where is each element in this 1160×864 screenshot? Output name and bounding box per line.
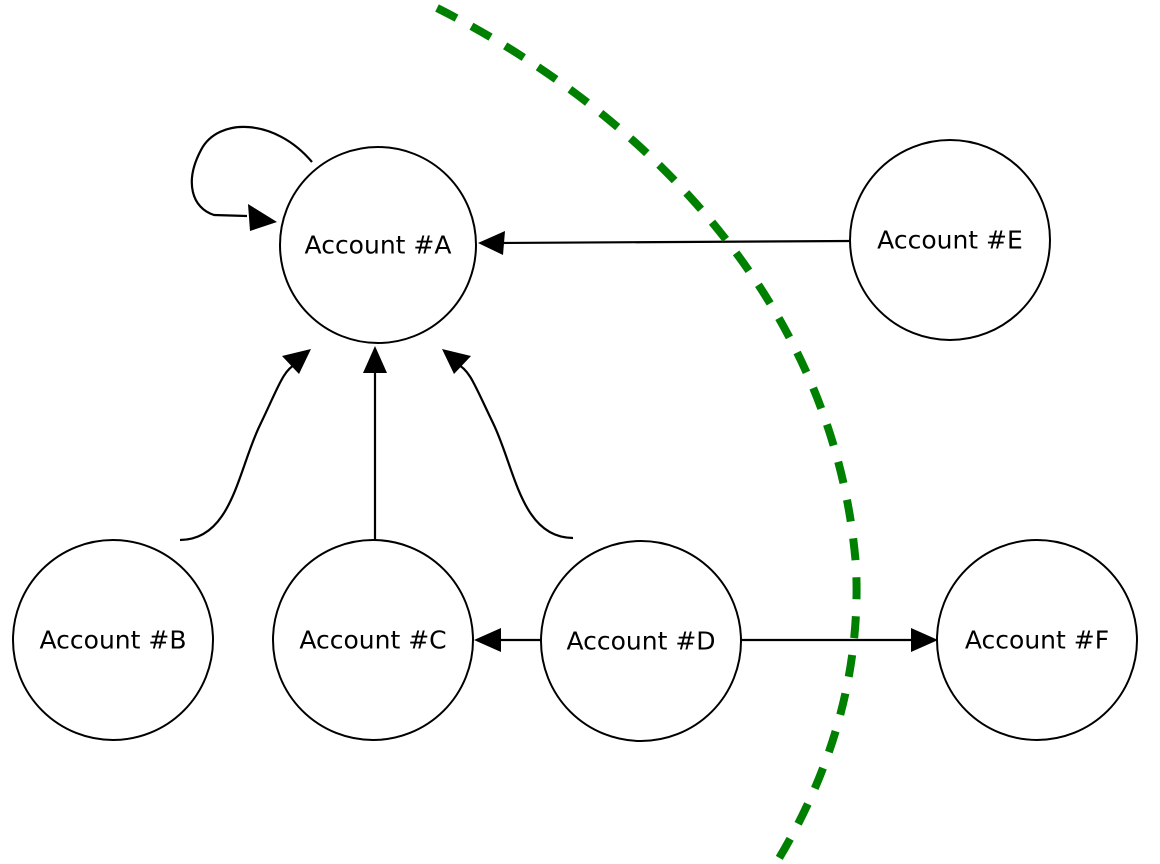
- arrowhead-icon: [282, 349, 311, 374]
- edge-account-d-to-account-a[interactable]: [442, 349, 574, 540]
- edge-account-a-self-loop[interactable]: [190, 125, 313, 231]
- edge-account-e-to-account-a[interactable]: [478, 231, 851, 255]
- node-circle: [12, 539, 214, 741]
- edge-line: [456, 363, 574, 540]
- edge-account-d-to-account-c[interactable]: [474, 628, 541, 652]
- node-label: Account #C: [299, 626, 446, 655]
- arrowhead-icon: [363, 346, 387, 373]
- node-label: Account #E: [877, 226, 1023, 255]
- node-circle: [936, 539, 1138, 741]
- node-account-e[interactable]: Account #E: [849, 139, 1051, 341]
- node-circle: [279, 146, 477, 344]
- arrowhead-icon: [474, 628, 501, 652]
- arrowhead-icon: [442, 349, 471, 374]
- edge-line: [496, 239, 851, 245]
- node-group: Account #A Account #B Account #C Account…: [12, 139, 1138, 742]
- node-circle: [849, 139, 1051, 341]
- node-label: Account #D: [566, 627, 715, 656]
- node-account-f[interactable]: Account #F: [936, 539, 1138, 741]
- node-account-c[interactable]: Account #C: [272, 539, 474, 741]
- node-label: Account #A: [305, 231, 452, 260]
- edge-account-d-to-account-f[interactable]: [741, 628, 938, 652]
- edge-group: [179, 125, 938, 652]
- node-circle: [272, 539, 474, 741]
- arrowhead-icon: [248, 204, 277, 231]
- node-account-a[interactable]: Account #A: [279, 146, 477, 344]
- node-circle: [540, 540, 742, 742]
- edge-account-b-to-account-a[interactable]: [179, 349, 311, 542]
- node-account-d[interactable]: Account #D: [540, 540, 742, 742]
- edge-account-c-to-account-a[interactable]: [363, 346, 387, 540]
- node-label: Account #B: [40, 626, 187, 655]
- arrowhead-icon: [911, 628, 938, 652]
- edge-line: [190, 125, 313, 218]
- edge-line: [179, 363, 297, 542]
- node-label: Account #F: [965, 626, 1109, 655]
- node-account-b[interactable]: Account #B: [12, 539, 214, 741]
- arrowhead-icon: [478, 231, 505, 255]
